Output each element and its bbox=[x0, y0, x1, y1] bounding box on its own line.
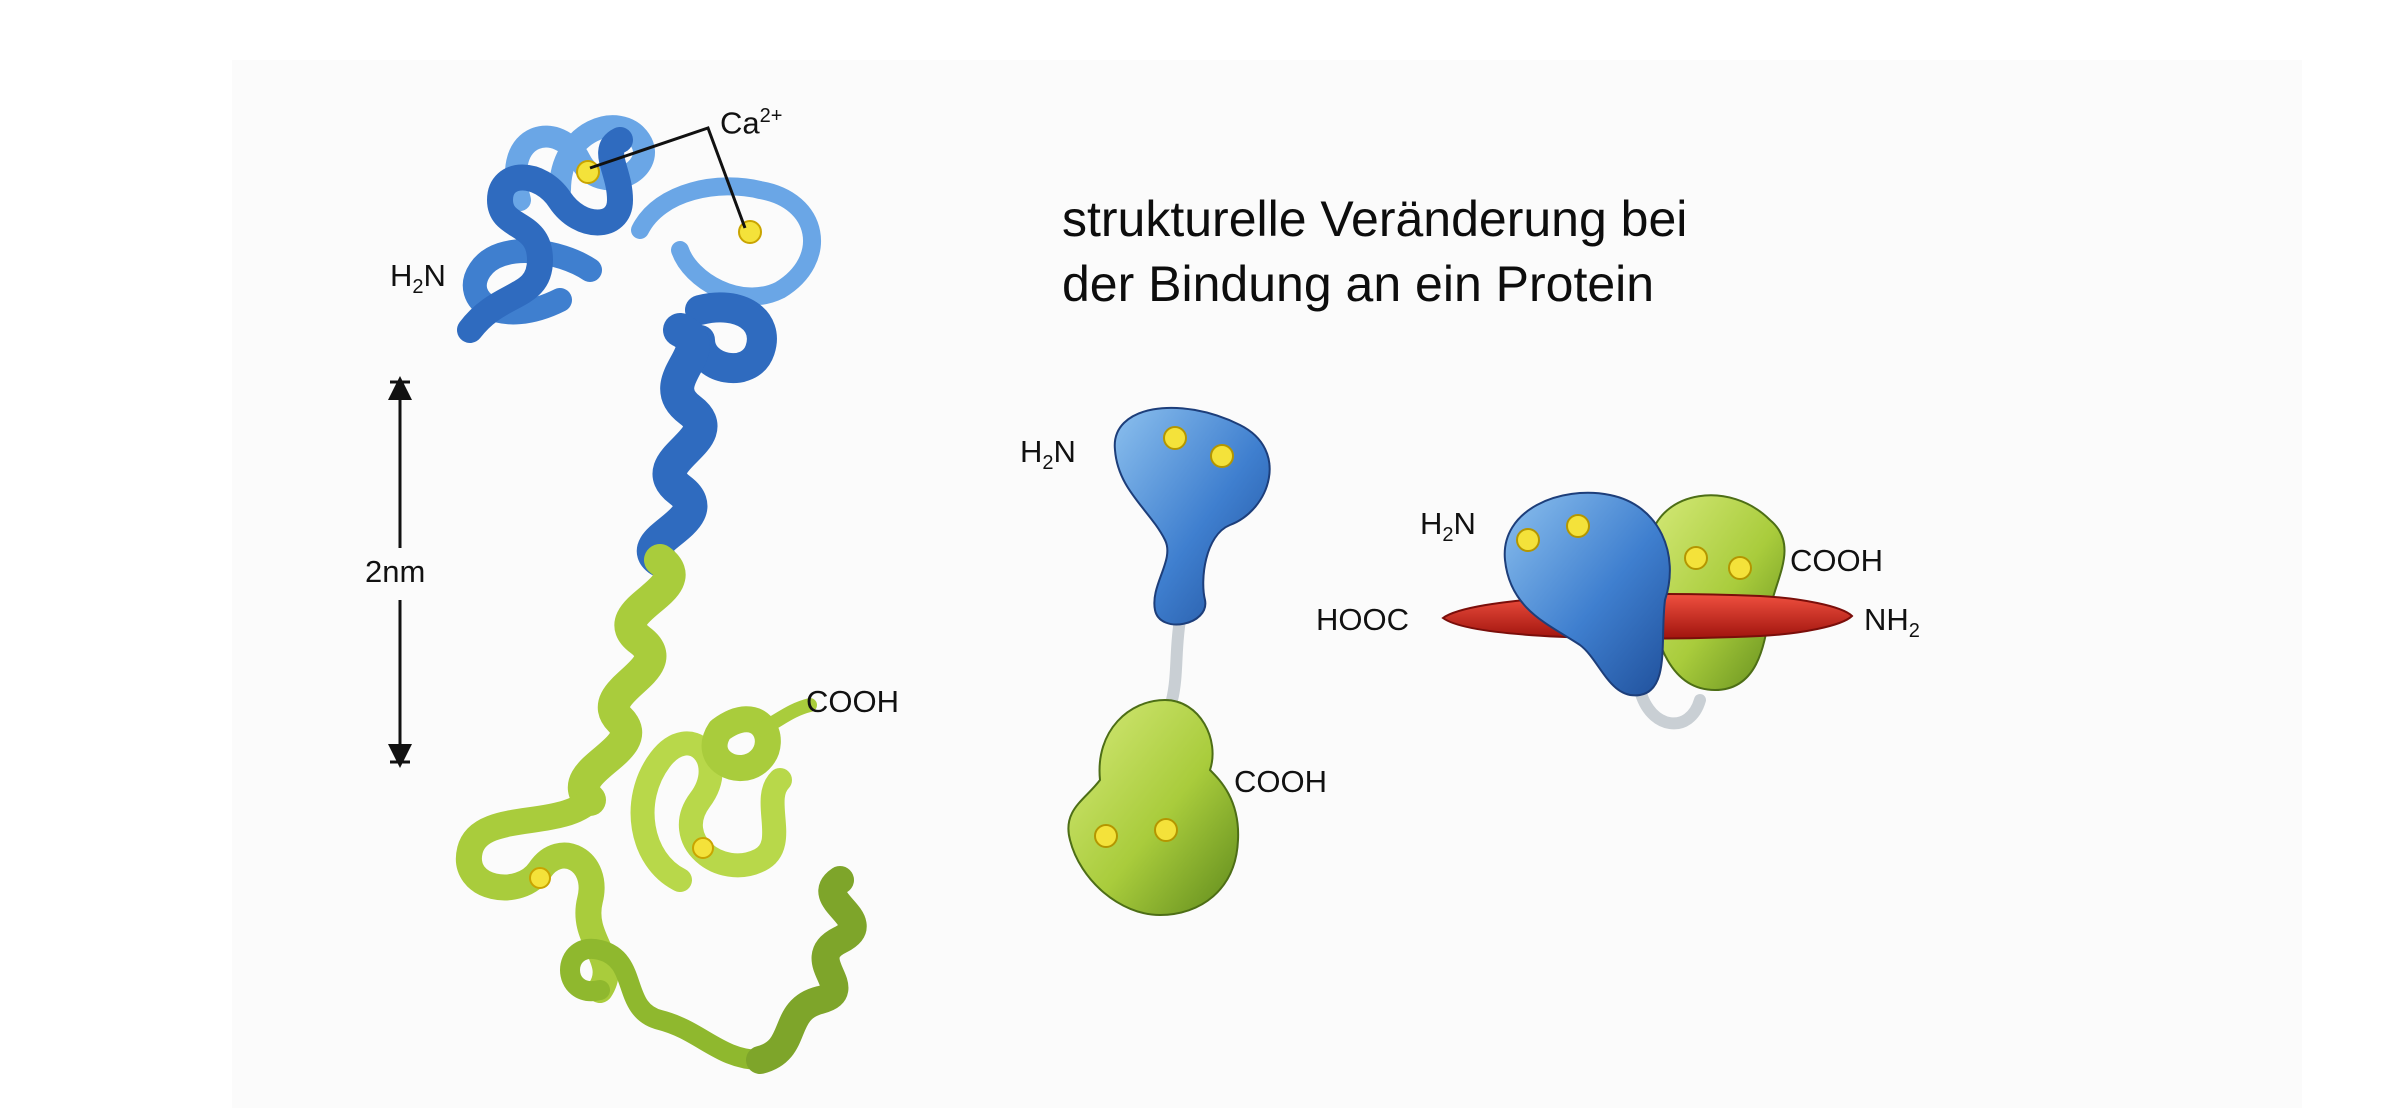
calcium-label: Ca2+ bbox=[720, 105, 783, 141]
free-calcium-2 bbox=[1210, 444, 1234, 468]
scale-label: 2nm bbox=[365, 554, 426, 589]
ribbon-model bbox=[388, 115, 867, 1074]
n-domain-loop-2 bbox=[631, 177, 821, 306]
bound-calcium-3 bbox=[1684, 546, 1708, 570]
calcium-ion-3 bbox=[529, 867, 551, 889]
c-terminus-tail bbox=[753, 698, 817, 737]
free-calcium-1 bbox=[1163, 426, 1187, 450]
ribbon-cooh-label: COOH bbox=[806, 684, 899, 719]
bound-calcium-4 bbox=[1728, 556, 1752, 580]
bound-linker bbox=[1634, 684, 1706, 730]
n-domain-helix-1 bbox=[457, 127, 634, 343]
c-domain-loop-2 bbox=[560, 938, 770, 1070]
figure-backdrop bbox=[232, 60, 2302, 1108]
central-helix-green bbox=[568, 544, 686, 816]
calcium-ion-1 bbox=[576, 160, 600, 184]
calcium-pointer-lines bbox=[589, 126, 747, 229]
n-domain-loop-3 bbox=[462, 239, 602, 325]
bound-h2n-label: H2N bbox=[1420, 506, 1476, 547]
c-domain-helix-2 bbox=[701, 706, 781, 781]
bound-model bbox=[1441, 491, 1854, 730]
n-domain-helix-2 bbox=[685, 292, 777, 383]
ribbon-h2n-label: H2N bbox=[390, 258, 446, 299]
free-calcium-3 bbox=[1094, 824, 1118, 848]
calcium-ion-4 bbox=[692, 837, 714, 859]
bound-nh2-label: NH2 bbox=[1864, 602, 1920, 643]
c-domain-loop-3 bbox=[630, 731, 792, 892]
free-linker bbox=[1166, 614, 1186, 706]
bound-n-lobe bbox=[1503, 491, 1671, 697]
bound-calcium-1 bbox=[1516, 528, 1540, 552]
c-domain-helix-1 bbox=[746, 866, 867, 1074]
free-model bbox=[1067, 406, 1271, 917]
bound-hooc-label: HOOC bbox=[1316, 602, 1409, 637]
free-calcium-4 bbox=[1154, 818, 1178, 842]
bound-cooh-label: COOH bbox=[1790, 543, 1883, 578]
central-helix-blue bbox=[637, 313, 718, 577]
bound-calcium-2 bbox=[1566, 514, 1590, 538]
free-h2n-label: H2N bbox=[1020, 434, 1076, 475]
title-line-1: strukturelle Veränderung bei bbox=[1062, 191, 1688, 247]
free-c-lobe bbox=[1067, 698, 1240, 917]
free-cooh-label: COOH bbox=[1234, 764, 1327, 799]
title-line-2: der Bindung an ein Protein bbox=[1062, 256, 1655, 312]
